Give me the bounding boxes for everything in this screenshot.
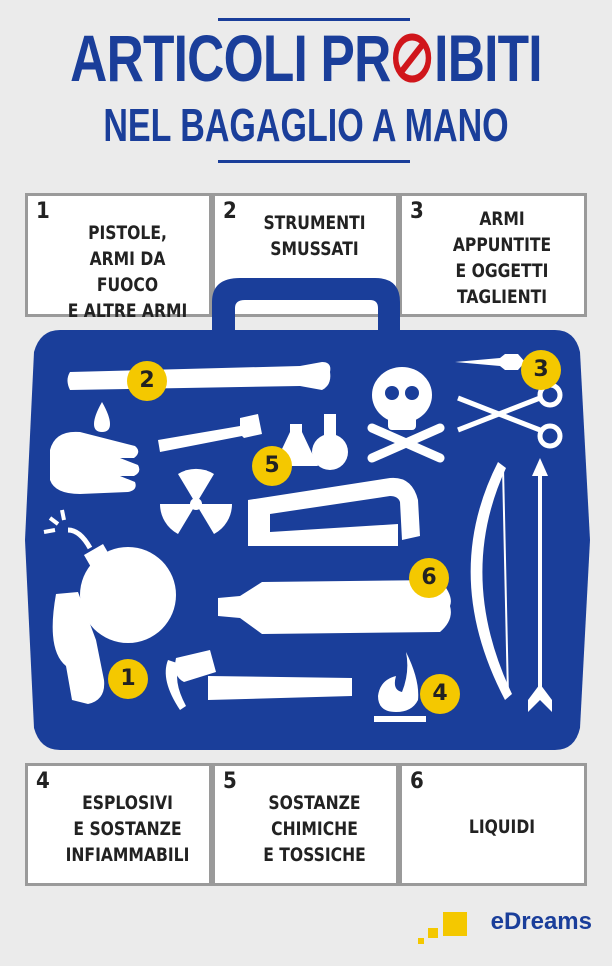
razor-icon <box>158 414 262 452</box>
badge-4: 4 <box>420 674 460 714</box>
title-part-a: ARTICOLI PR <box>70 21 391 95</box>
hammer-icon <box>165 650 352 710</box>
category-card-6: 6 LIQUIDI <box>399 763 587 886</box>
badge-2: 2 <box>127 361 167 401</box>
category-number: 6 <box>410 769 424 794</box>
fire-icon <box>374 652 426 722</box>
hand-drop-icon <box>50 431 140 494</box>
category-card-1: 1 PISTOLE, ARMI DA FUOCO E ALTRE ARMI <box>25 193 212 322</box>
category-number: 2 <box>223 199 237 224</box>
hacksaw-icon <box>248 477 420 546</box>
page-title: ARTICOLI PR IBITI <box>67 20 544 96</box>
category-label: SOSTANZE CHIMICHE E TOSSICHE <box>263 792 366 866</box>
category-card-5: 5 SOSTANZE CHIMICHE E TOSSICHE <box>212 763 399 886</box>
category-number: 1 <box>36 199 50 224</box>
knife-icon <box>455 354 525 370</box>
badge-6: 6 <box>409 558 449 598</box>
category-label: ARMI APPUNTITE E OGGETTI TAGLIENTI <box>452 208 552 308</box>
category-label: PISTOLE, ARMI DA FUOCO E ALTRE ARMI <box>67 222 188 322</box>
bow-string-icon <box>502 467 509 697</box>
bomb-icon <box>43 509 176 643</box>
prohibited-icon <box>393 33 432 83</box>
logo-dot-large <box>443 912 467 936</box>
handle-icon <box>212 278 400 335</box>
category-number: 5 <box>223 769 237 794</box>
badge-1: 1 <box>108 659 148 699</box>
category-number: 3 <box>410 199 424 224</box>
arrow-icon <box>528 458 552 712</box>
bow-icon <box>470 462 512 700</box>
pistol-icon <box>52 592 105 704</box>
title-part-b: IBITI <box>434 21 542 95</box>
category-label: ESPLOSIVI E SOSTANZE INFIAMMABILI <box>65 792 190 866</box>
title-rule-bottom <box>218 160 410 163</box>
bottle-icon <box>218 580 451 634</box>
title-rule-top <box>218 18 410 21</box>
brand-name: eDreams <box>490 908 592 935</box>
radiation-icon <box>160 468 232 534</box>
brand-logo[interactable]: eDreams <box>491 908 592 936</box>
logo-dot-medium <box>428 928 438 938</box>
logo-dot-small <box>418 938 424 944</box>
category-label: LIQUIDI <box>468 816 536 838</box>
category-number: 4 <box>36 769 50 794</box>
drop-icon <box>94 402 110 432</box>
skull-crossbones-icon <box>367 367 445 463</box>
category-card-4: 4 ESPLOSIVI E SOSTANZE INFIAMMABILI <box>25 763 212 886</box>
category-card-3: 3 ARMI APPUNTITE E OGGETTI TAGLIENTI <box>399 193 587 317</box>
category-label: STRUMENTI SMUSSATI <box>263 212 366 260</box>
badge-3: 3 <box>521 350 561 390</box>
badge-5: 5 <box>252 446 292 486</box>
page-subtitle: NEL BAGAGLIO A MANO <box>103 99 509 151</box>
